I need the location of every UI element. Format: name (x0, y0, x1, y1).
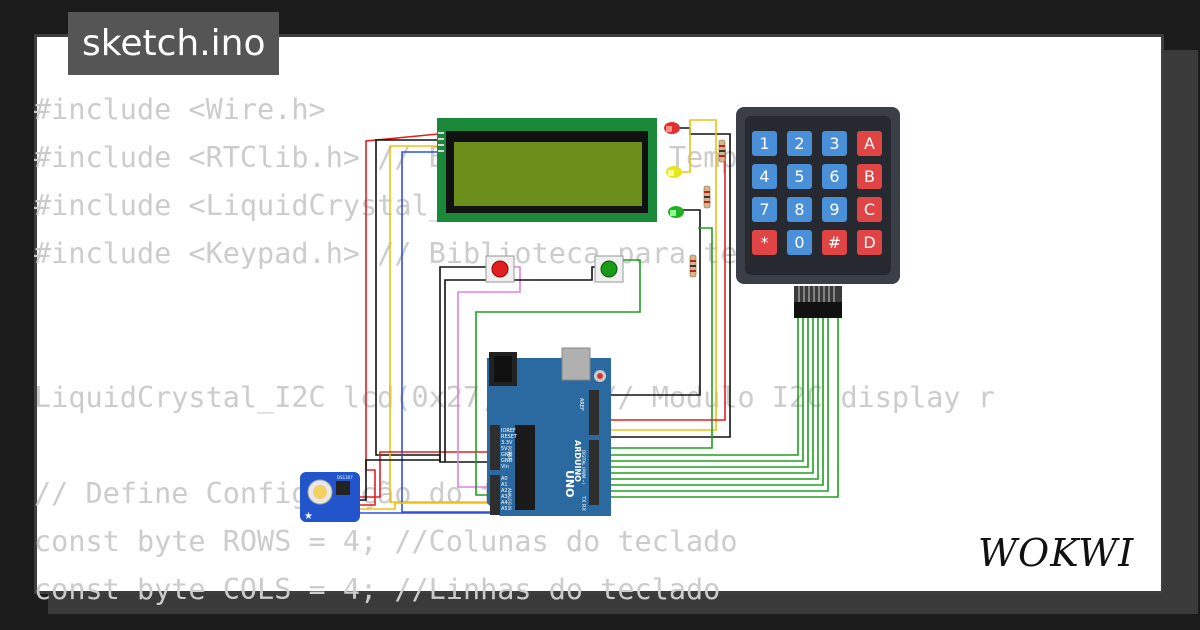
wire-keypad-1 (603, 318, 799, 456)
arduino-logo-text: ARDUINO (573, 440, 582, 482)
wire-black-led1 (603, 127, 731, 438)
pin-3v3: 3.3V (501, 440, 513, 446)
rtc-module[interactable]: DS1307 ★ (300, 472, 360, 522)
wire-black-rtc (354, 459, 440, 501)
keypad-key[interactable] (857, 230, 882, 255)
label-aref: AREF (578, 398, 584, 411)
pin-reset: RESET (501, 434, 518, 440)
label-power: POWER (507, 446, 512, 461)
code-line-11: const byte COLS = 4; //Linhas do teclado (34, 573, 721, 606)
push-button-green[interactable] (594, 255, 624, 283)
wire-keypad-3 (603, 318, 809, 468)
resistors (689, 139, 726, 278)
pin-a3: A3 (501, 494, 508, 500)
wire-keypad-4 (603, 318, 814, 474)
code-line-4: #include <Keypad.h> // Biblioteca para t… (34, 237, 824, 270)
keypad-key[interactable] (752, 131, 777, 156)
led-green (668, 206, 684, 218)
pin-a2: A2 (501, 488, 508, 494)
arduino-uno[interactable]: ARDUINO UNO IOREF RESET 3.3V 5V GND GND … (487, 347, 611, 516)
label-rx: RX (580, 504, 586, 511)
keypad-key[interactable] (822, 131, 847, 156)
keypad-key-label: C (864, 200, 875, 219)
wire-keypad-6 (603, 318, 824, 486)
pin-vin: Vin (501, 464, 509, 470)
keypad-key-label: D (863, 233, 875, 252)
rtc-star-icon: ★ (304, 511, 313, 522)
wires (354, 119, 839, 514)
keypad-key-label: 1 (759, 134, 769, 153)
wire-yellow-led (603, 119, 717, 431)
keypad-key[interactable] (857, 164, 882, 189)
label-tx: TX (580, 495, 586, 503)
pin-a1: A1 (501, 482, 508, 488)
led-red (664, 122, 680, 134)
keypad-key[interactable] (822, 164, 847, 189)
push-button-red[interactable] (485, 255, 515, 283)
keypad-key[interactable] (787, 164, 812, 189)
membrane-keypad[interactable]: 1 2 3 A 4 5 6 B 7 8 9 C * 0 # D (736, 107, 900, 318)
arduino-model-text: UNO (563, 470, 576, 498)
wire-black-led2 (603, 209, 701, 396)
wokwi-logo[interactable]: WOKWI (978, 528, 1150, 576)
keypad-key[interactable] (822, 230, 847, 255)
wokwi-logo-text: WOKWI (978, 531, 1134, 575)
pin-gnd-2: GND (501, 458, 513, 464)
keypad-key-label: # (828, 233, 841, 252)
wire-blue-lcd (401, 151, 497, 513)
keypad-key-label: 7 (759, 200, 769, 219)
led-yellow (666, 166, 682, 178)
wire-keypad-8 (603, 318, 839, 498)
keypad-key-label: 2 (794, 134, 804, 153)
code-line-10: const byte ROWS = 4; //Colunas do teclad… (34, 525, 738, 558)
keypad-key-label: 0 (794, 233, 804, 252)
file-tab-title[interactable]: sketch.ino (68, 12, 280, 75)
wire-red-lcd (354, 133, 439, 506)
pin-5v: 5V (501, 446, 508, 452)
wire-green-led (603, 227, 713, 449)
lcd-display[interactable] (437, 118, 657, 222)
keypad-key[interactable] (857, 131, 882, 156)
pin-a5: A5 (501, 506, 508, 512)
keypad-key[interactable] (787, 131, 812, 156)
keypad-key-label: 8 (794, 200, 804, 219)
wire-keypad-7 (603, 318, 829, 492)
label-digital: DIGITAL (PWM ~) (581, 450, 586, 485)
keypad-key-label: 9 (829, 200, 839, 219)
keypad-key[interactable] (752, 230, 777, 255)
keypad-key[interactable] (822, 197, 847, 222)
wire-black-btn2 (444, 266, 596, 462)
keypad-key[interactable] (857, 197, 882, 222)
wire-pink-btn (457, 266, 521, 488)
wire-green-btn2 (475, 259, 641, 496)
wire-yellow-rtc (354, 502, 497, 510)
keypad-key[interactable] (787, 197, 812, 222)
wire-black-btn (439, 266, 488, 462)
wire-keypad-5 (603, 318, 819, 480)
keypad-key[interactable] (787, 230, 812, 255)
keypad-key[interactable] (752, 164, 777, 189)
rtc-chip-label: DS1307 (337, 475, 353, 480)
keypad-keys[interactable]: 1 2 3 A 4 5 6 B 7 8 9 C * 0 # D (752, 131, 882, 255)
keypad-key[interactable] (752, 197, 777, 222)
keypad-key-label: A (864, 134, 875, 153)
wire-black-lcd (375, 139, 493, 463)
code-line-1: #include <Wire.h> (34, 93, 326, 126)
pin-gnd-1: GND (501, 452, 513, 458)
keypad-key-label: 5 (794, 167, 804, 186)
wire-yellow-lcd (389, 145, 497, 503)
pin-a0: A0 (501, 476, 508, 482)
keypad-key-label: 6 (829, 167, 839, 186)
wire-keypad-2 (603, 318, 804, 462)
keypad-key-label: 4 (759, 167, 769, 186)
wire-red-rtc (354, 451, 493, 498)
keypad-key-label: B (864, 167, 875, 186)
pin-ioref: IOREF (501, 428, 516, 434)
label-analog: ANALOG IN (507, 488, 512, 510)
keypad-key-label: * (761, 233, 769, 252)
keypad-key-label: 3 (829, 134, 839, 153)
pin-a4: A4 (501, 500, 508, 506)
